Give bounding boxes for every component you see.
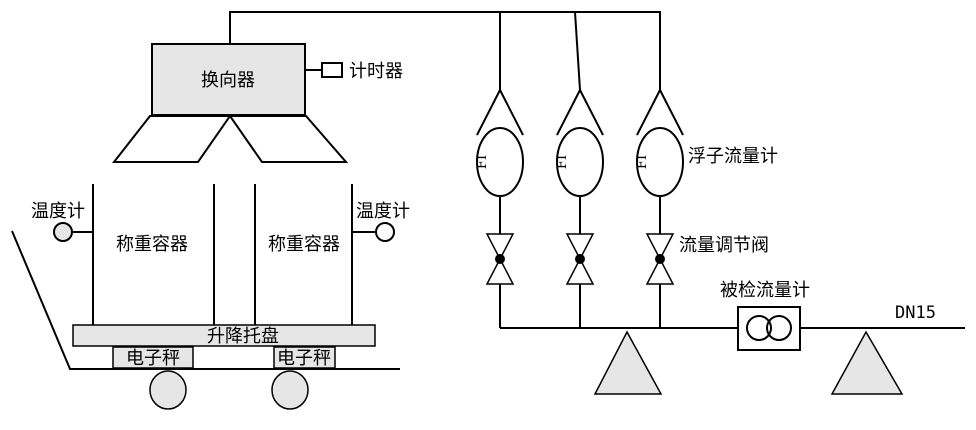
scale-left-label: 电子秤: [126, 348, 180, 369]
control-valve-3: [645, 233, 675, 328]
fi-label-2: FI: [555, 155, 570, 169]
pipe-size-label: DN15: [895, 303, 936, 323]
thermometer-right-label: 温度计: [356, 201, 410, 222]
thermometer-left-bulb: [53, 222, 73, 242]
fi-label-3: FI: [635, 155, 650, 169]
meter-rotor-right: [766, 315, 792, 341]
vessel-left-label: 称重容器: [116, 234, 188, 255]
timer-box: [321, 62, 343, 78]
diverter-box: [151, 43, 306, 116]
timer-label: 计时器: [349, 61, 403, 82]
lift-tray: [72, 324, 376, 347]
meter-under-test-label: 被检流量计: [720, 280, 810, 301]
meter-under-test: [737, 306, 801, 351]
trolley-wheel-left: [149, 370, 187, 410]
control-valve-label: 流量调节阀: [679, 235, 769, 256]
vessel-right-label: 称重容器: [268, 234, 340, 255]
diverter-funnel-left: [111, 115, 232, 163]
control-valve-2: [565, 233, 595, 328]
float-meter-2: FI: [555, 89, 604, 234]
float-meter-label: 浮子流量计: [688, 146, 778, 167]
trolley-wheel-right: [271, 370, 309, 410]
float-meter-1: FI: [475, 89, 524, 234]
thermometer-left-label: 温度计: [31, 201, 85, 222]
diverter-label: 换向器: [201, 70, 255, 91]
branch-pipe-2: [574, 11, 581, 91]
meter-rotor-left: [746, 315, 772, 341]
top-header-pipe: [229, 11, 661, 90]
scale-right-label: 电子秤: [277, 348, 331, 369]
thermometer-right-bulb: [375, 222, 395, 242]
pipe-support-right: [830, 330, 904, 395]
fi-label-1: FI: [475, 155, 490, 169]
pipe-support-left: [593, 330, 663, 395]
diverter-funnel-right: [228, 115, 349, 163]
control-valve-1: [485, 233, 515, 328]
float-meter-3: FI: [635, 89, 684, 234]
trolley-frame: [11, 230, 400, 370]
lift-tray-label: 升降托盘: [207, 326, 279, 347]
